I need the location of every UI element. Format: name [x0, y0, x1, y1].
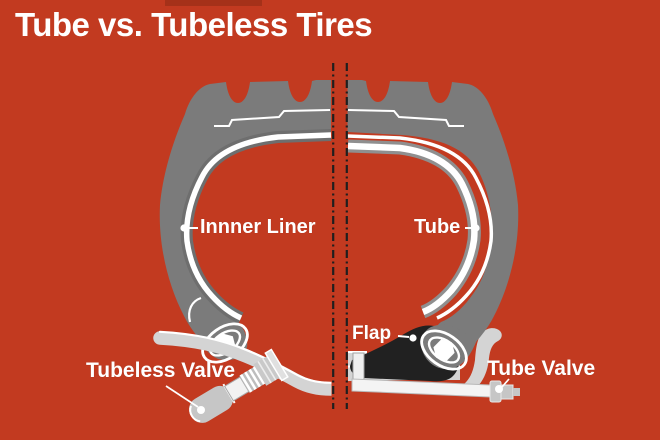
tubeless-half-section	[153, 80, 332, 423]
tubeless-valve-washer	[264, 348, 289, 382]
left-belt-line	[214, 109, 331, 127]
tube-label: Tube	[414, 216, 461, 238]
tube-dot	[472, 224, 480, 232]
tubeless-valve-base-highlight	[189, 405, 201, 423]
flap-dot	[409, 334, 417, 342]
page-title: Tube vs. Tubeless Tires	[15, 6, 373, 43]
right-tire-body	[347, 80, 519, 361]
tubeless-valve-label: Tubeless Valve	[86, 359, 236, 382]
tube-valve-label: Tube Valve	[487, 357, 596, 380]
tubeless-valve-leader	[165, 385, 199, 408]
inner-liner-dot	[180, 224, 188, 232]
tube-half-section	[347, 80, 520, 403]
tube-band	[347, 142, 478, 316]
right-belt-line	[347, 109, 464, 127]
right-inner-liner-line	[347, 134, 494, 320]
left-inner-liner-line	[183, 132, 332, 321]
cropped-header-artifact	[165, 0, 262, 6]
leader-lines	[165, 224, 510, 414]
right-bead-bundle-hexagon	[433, 339, 455, 361]
tube-valve-leader	[501, 378, 510, 388]
tubeless-valve-dot	[197, 406, 205, 414]
flap-label: Flap	[352, 323, 392, 344]
flap-leader	[397, 335, 410, 338]
tube-valve-dot	[495, 385, 503, 393]
left-liner-wrap-detail	[188, 296, 202, 323]
left-tire-body	[159, 80, 331, 361]
inner-liner-label: Innner Liner	[200, 216, 316, 238]
tube-valve-tip	[513, 388, 520, 396]
right-rim-flange	[459, 328, 502, 392]
